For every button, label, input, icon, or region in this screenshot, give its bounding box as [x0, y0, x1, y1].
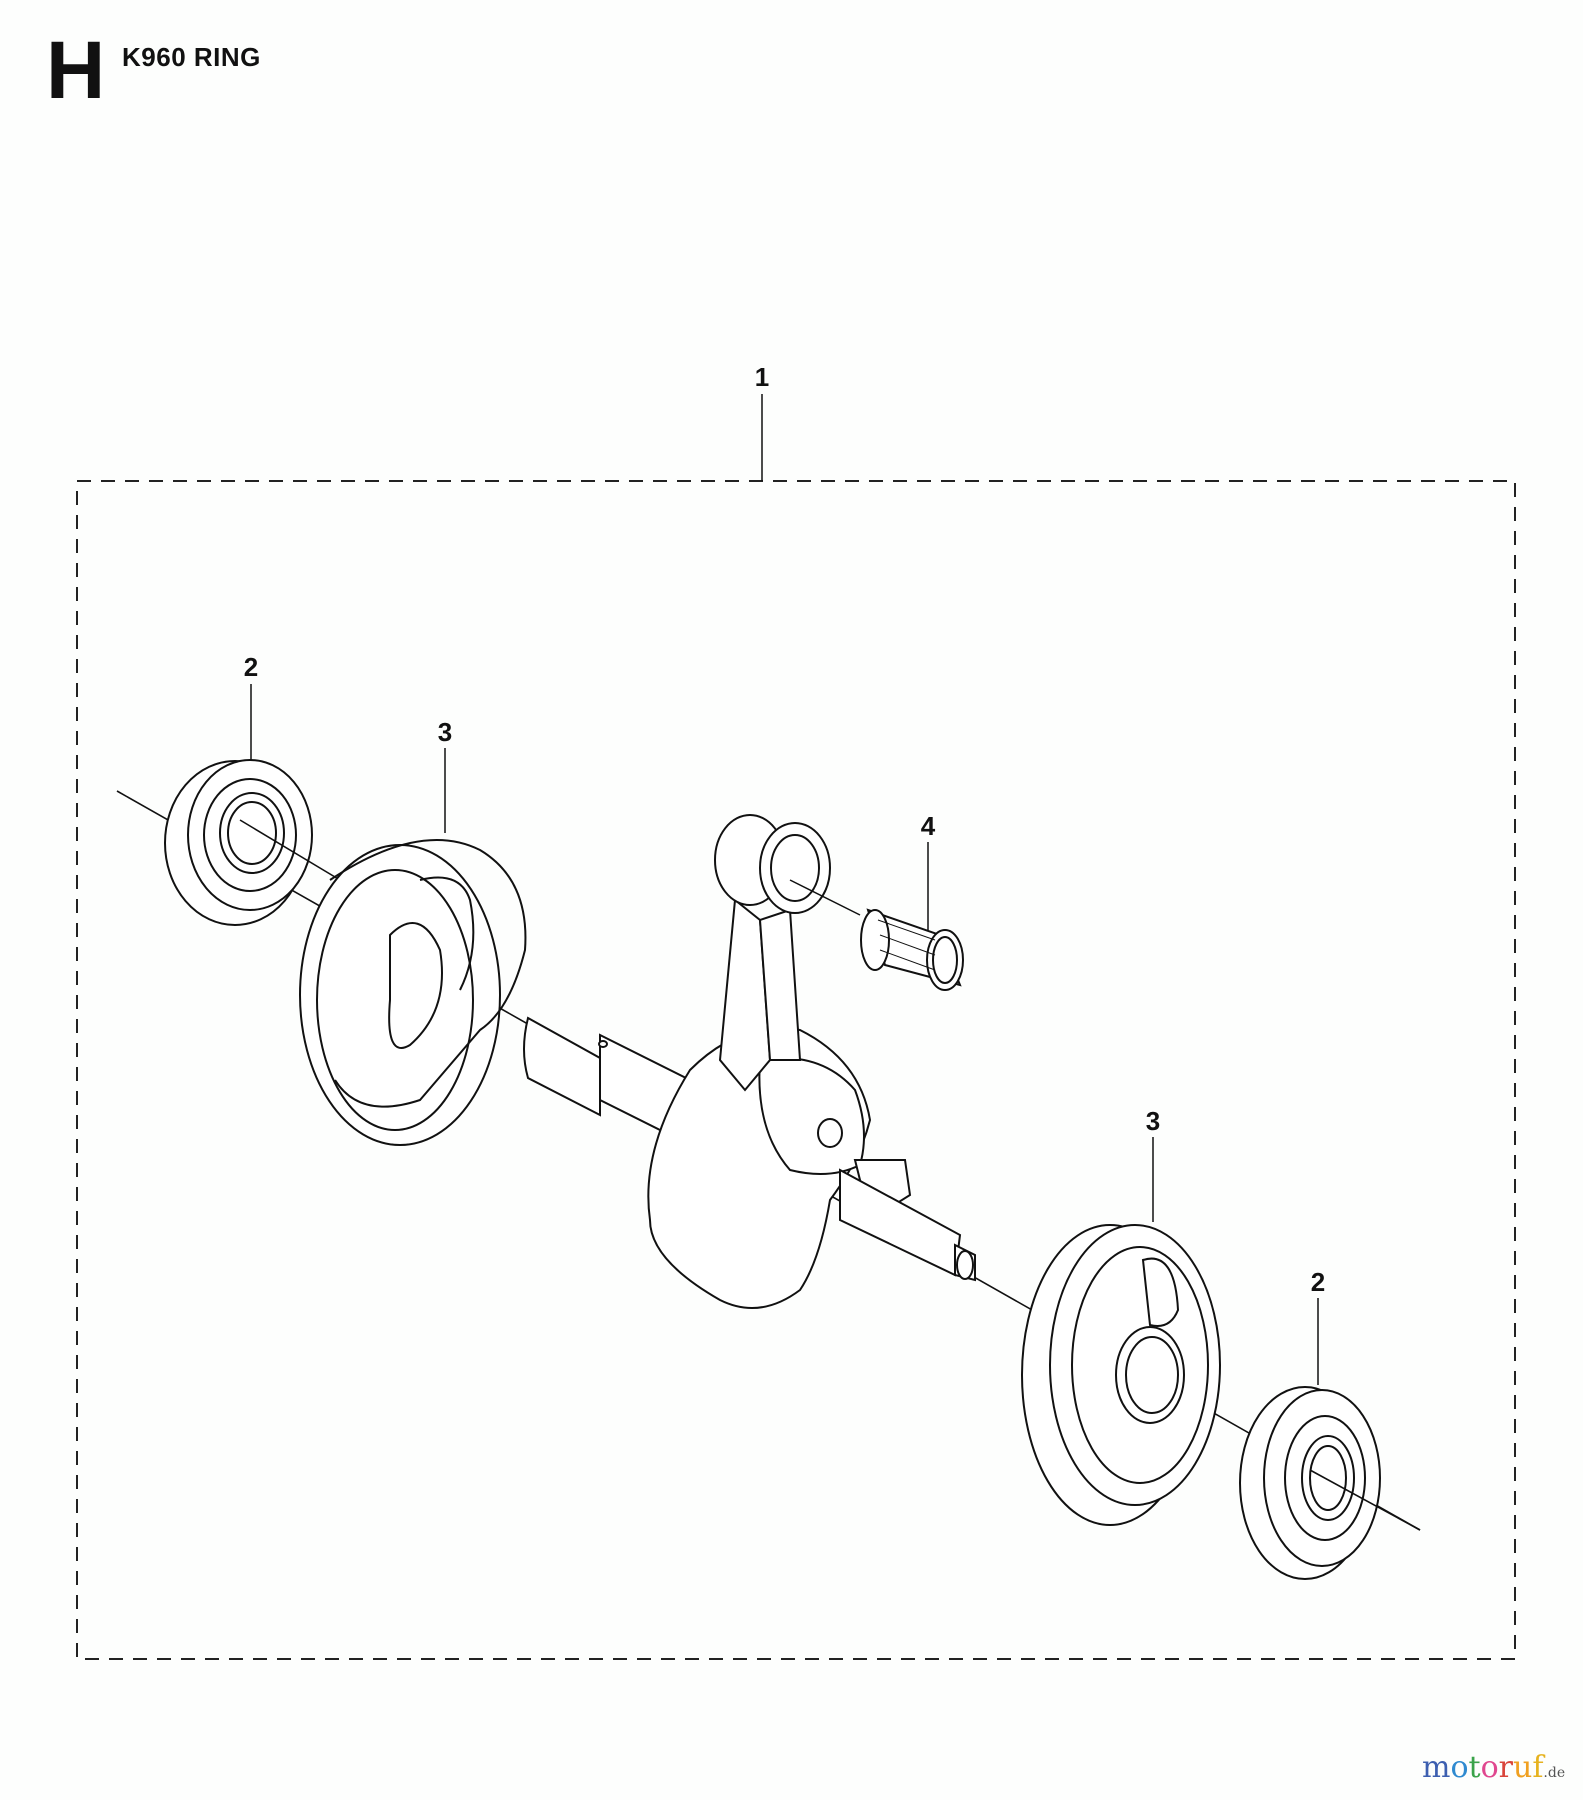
watermark-letter: t: [1468, 1750, 1481, 1785]
callout-label-2-left: 2: [243, 652, 259, 682]
callout-label-4: 4: [920, 811, 936, 841]
watermark-letter: m: [1422, 1750, 1451, 1785]
right-crank-plate: [1021, 1137, 1221, 1526]
callout-label-2-right: 2: [1310, 1267, 1326, 1297]
left-crank-plate: [299, 748, 527, 1146]
watermark-letter: o: [1480, 1750, 1499, 1785]
watermark-letter: o: [1450, 1750, 1469, 1785]
watermark-letter: u: [1512, 1750, 1533, 1785]
callout-label-3-left: 3: [437, 717, 453, 747]
watermark-letter: f: [1532, 1750, 1544, 1785]
left-ball-bearing: [164, 684, 341, 926]
watermark-suffix: .de: [1543, 1765, 1566, 1781]
connecting-rod: [714, 814, 861, 1092]
callout-label-1: 1: [754, 362, 770, 392]
needle-bearing: [860, 842, 964, 991]
group-dashed-box: [76, 480, 1516, 1660]
watermark-letter: r: [1498, 1750, 1513, 1785]
crankshaft: [523, 1016, 976, 1309]
callout-label-3-right: 3: [1145, 1106, 1161, 1136]
right-ball-bearing: [1239, 1298, 1421, 1580]
watermark-logo: motoruf.de: [1422, 1750, 1565, 1785]
section-letter: H: [46, 25, 106, 116]
diagram-title: K960 RING: [122, 42, 261, 72]
